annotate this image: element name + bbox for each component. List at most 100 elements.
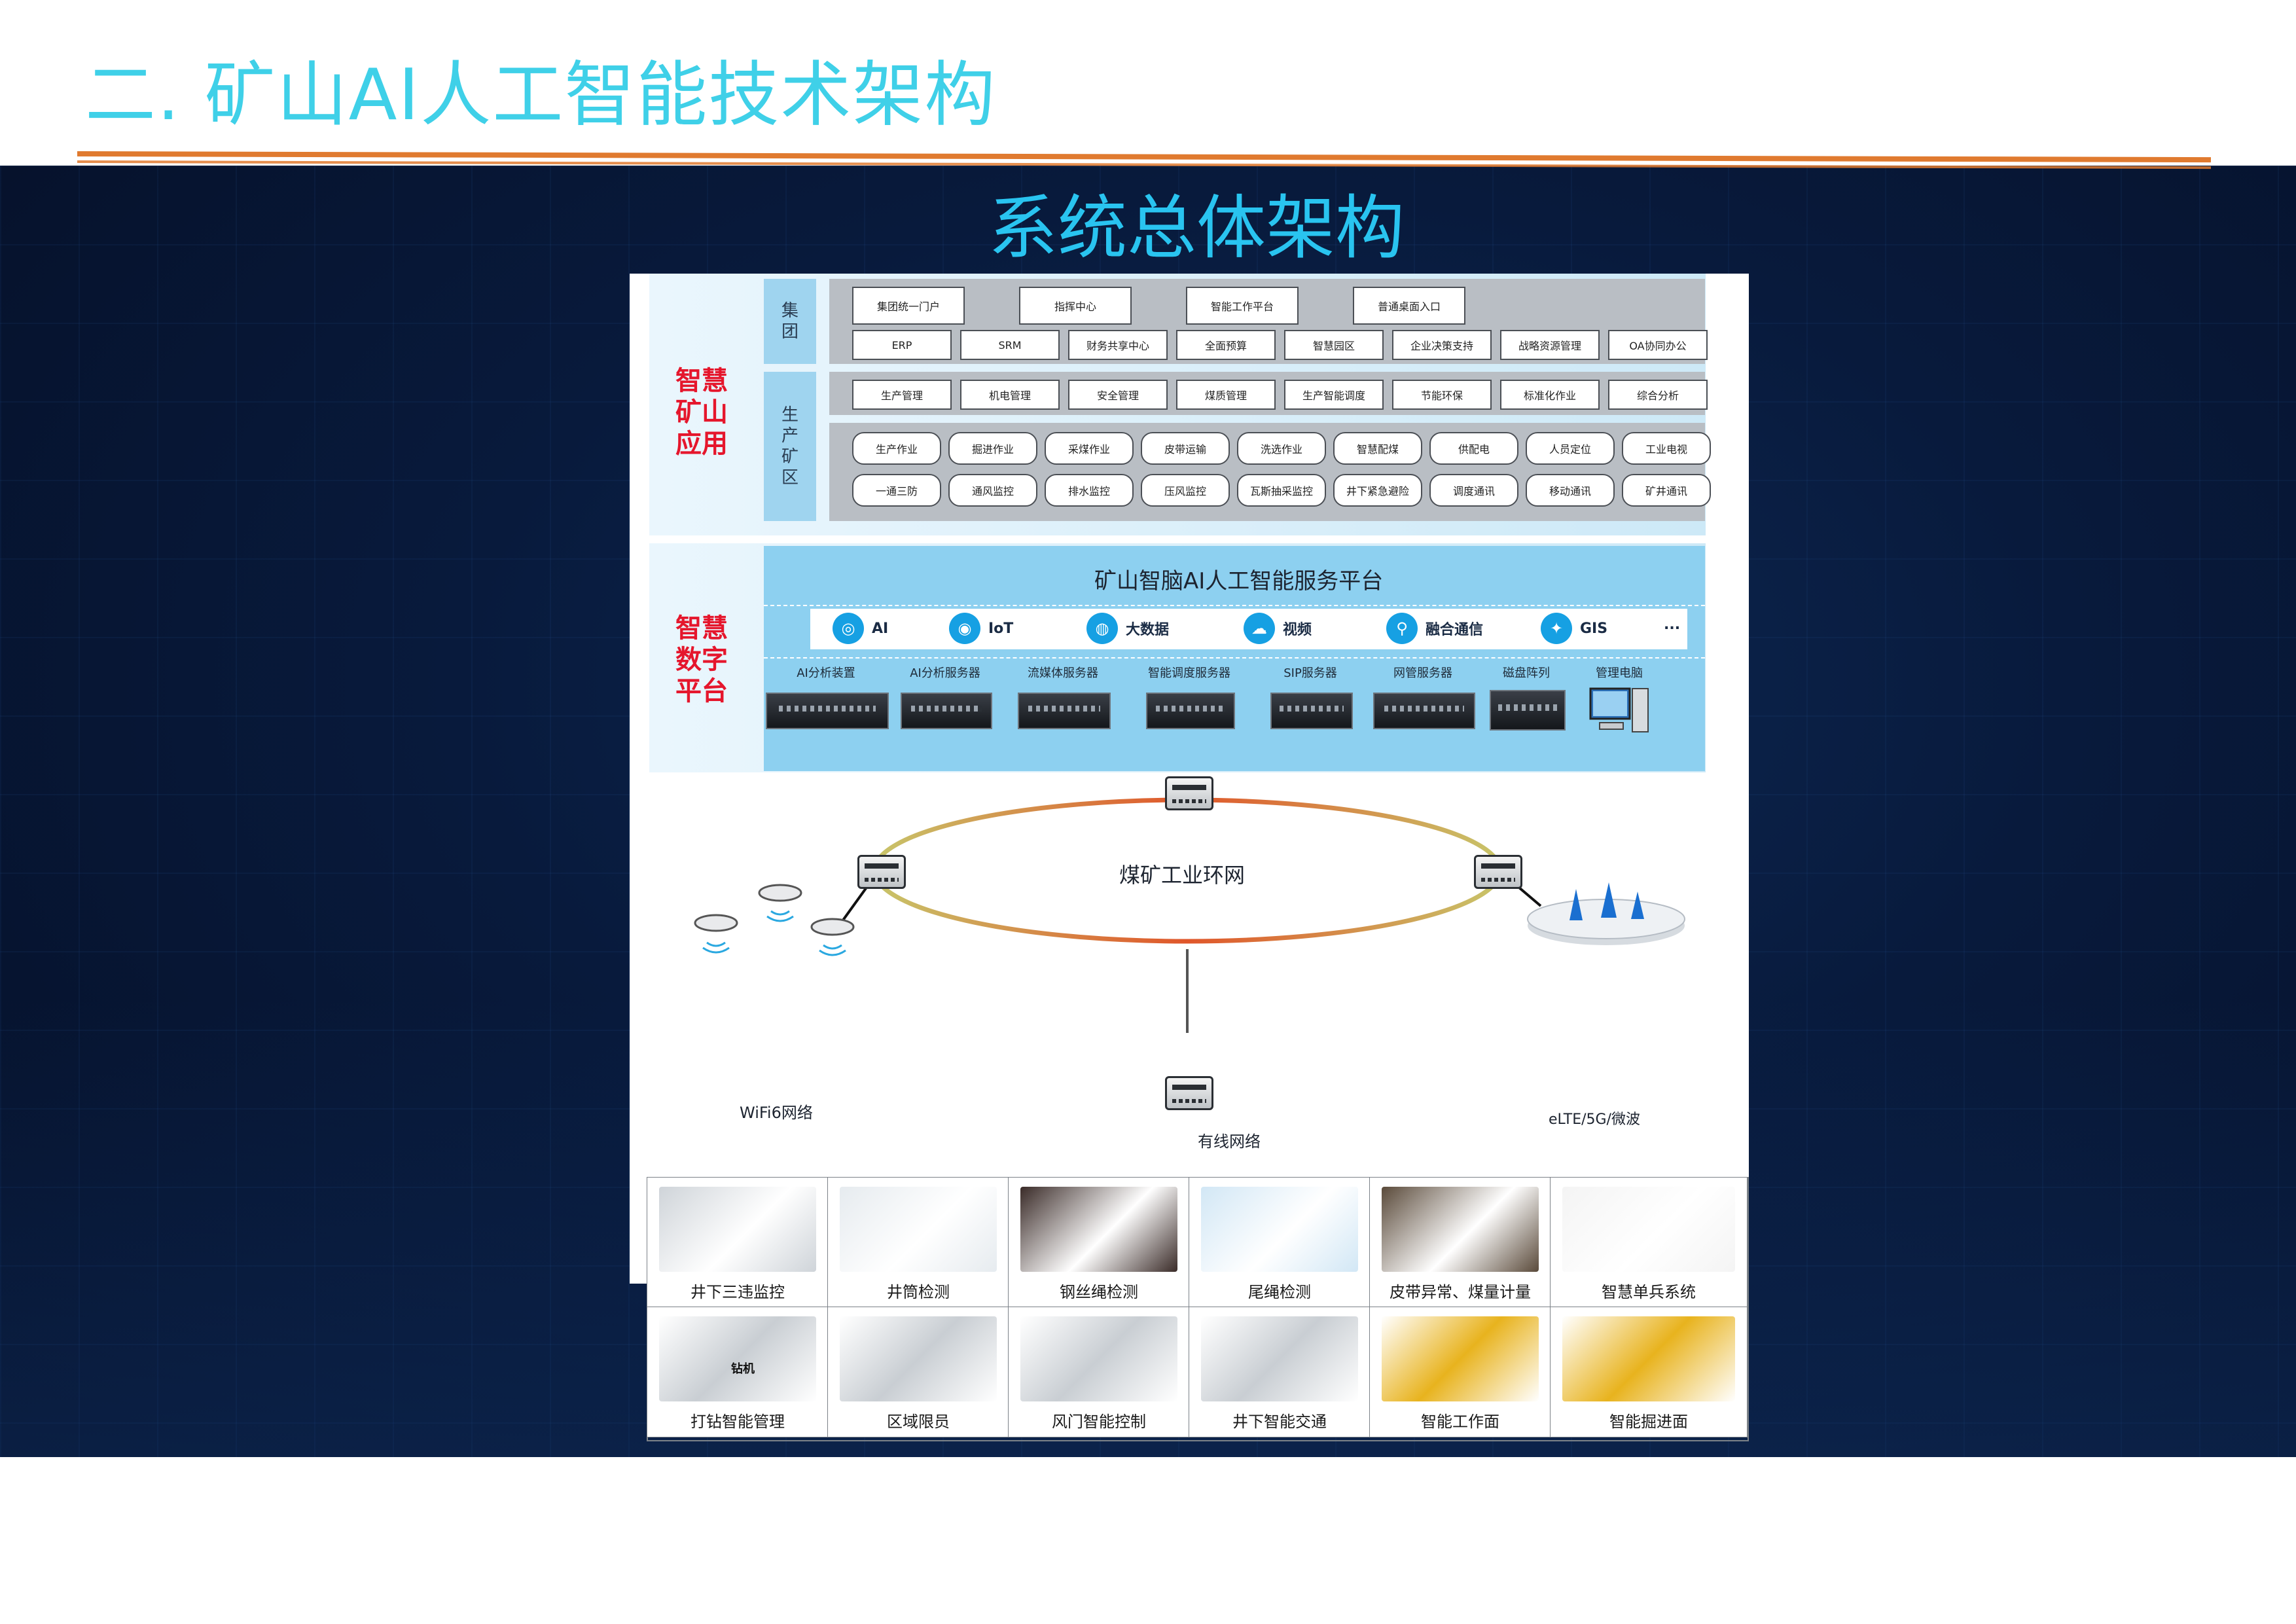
platform-section-label: 智慧 数字 平台	[675, 613, 728, 706]
application-cell: 风门智能控制	[1008, 1307, 1190, 1437]
capability-iot: ◉IoT	[949, 613, 1013, 644]
application-label: 井下智能交通	[1232, 1413, 1327, 1431]
group-system-box: 财务共享中心	[1068, 330, 1168, 360]
mine-management-box: 生产智能调度	[1284, 380, 1384, 410]
mine-management-box: 煤质管理	[1176, 380, 1276, 410]
capability-label: GIS	[1580, 620, 1608, 637]
mine-monitoring-pill: 矿井通讯	[1622, 474, 1711, 507]
application-label: 尾绳检测	[1248, 1283, 1311, 1301]
mine-monitoring-pill: 压风监控	[1141, 474, 1230, 507]
application-illustration	[659, 1316, 816, 1401]
application-cell: 智能掘进面	[1550, 1307, 1748, 1437]
mine-monitoring-pill: 调度通讯	[1429, 474, 1518, 507]
big-data-icon: ◍	[1086, 613, 1118, 644]
capability-label: 大数据	[1126, 622, 1170, 638]
mine-management-box: 生产管理	[852, 380, 952, 410]
group-portal-box: 集团统一门户	[852, 287, 965, 325]
server-icon	[1270, 693, 1353, 729]
mine-operation-pill: 皮带运输	[1141, 432, 1230, 465]
server-icon	[1018, 693, 1111, 729]
wifi-access-points	[694, 884, 855, 936]
group-portal-box: 智能工作平台	[1186, 287, 1299, 325]
mine-tab: 生 产 矿 区	[764, 372, 816, 521]
ring-switch-right	[1474, 855, 1522, 889]
wifi-signal-icon	[702, 910, 846, 956]
mine-monitoring-pill: 瓦斯抽采监控	[1237, 474, 1326, 507]
application-label: 打钻智能管理	[691, 1413, 785, 1431]
application-illustration	[1382, 1316, 1539, 1401]
ring-switch-left	[857, 855, 906, 889]
capability-big-data: ◍ 大数据	[1086, 613, 1169, 644]
mine-monitoring-pill: 井下紧急避险	[1333, 474, 1422, 507]
mine-monitoring-pill: 移动通讯	[1526, 474, 1615, 507]
capability-label: 融合通信	[1426, 622, 1484, 638]
application-label: 井下三违监控	[691, 1283, 785, 1301]
device-label: 磁盘阵列	[1503, 666, 1550, 680]
converged-comm-icon: ⚲	[1386, 613, 1418, 644]
application-cell: 智慧单兵系统	[1550, 1177, 1748, 1308]
group-system-box: SRM	[960, 330, 1060, 360]
application-cell: 区域限员	[827, 1307, 1009, 1437]
group-system-box: ERP	[852, 330, 952, 360]
app-section-label: 智慧 矿山 应用	[675, 366, 728, 459]
application-label: 皮带异常、煤量计量	[1390, 1283, 1531, 1301]
mine-management-box: 节能环保	[1392, 380, 1492, 410]
base-station-icon	[1527, 882, 1685, 945]
application-label: 区域限员	[887, 1413, 950, 1431]
drill-tag: 钻机	[731, 1362, 755, 1376]
device-label: 流媒体服务器	[1028, 666, 1098, 680]
mine-operation-pill: 人员定位	[1526, 432, 1615, 465]
application-illustration	[659, 1187, 816, 1272]
mine-management-box: 机电管理	[960, 380, 1060, 410]
application-label: 钢丝绳检测	[1060, 1283, 1138, 1301]
application-label: 智能掘进面	[1609, 1413, 1688, 1431]
wifi-label: WiFi6网络	[740, 1104, 813, 1122]
network-diagram	[694, 797, 1685, 1033]
application-illustration	[1562, 1316, 1735, 1401]
ring-switch-bottom	[1165, 1076, 1213, 1110]
ai-icon: ◎	[833, 613, 864, 644]
mine-monitoring-pill: 排水监控	[1045, 474, 1134, 507]
application-cell: 打钻智能管理 钻机	[647, 1307, 829, 1437]
application-label: 智能工作面	[1421, 1413, 1499, 1431]
device-label: 管理电脑	[1596, 666, 1643, 680]
application-cell: 钢丝绳检测	[1008, 1177, 1190, 1308]
architecture-diagram: 智慧 矿山 应用 集 团 生 产 矿 区 智慧 数字 平台 矿山智脑AI人工智能…	[630, 274, 1749, 1441]
server-icon	[1490, 690, 1566, 731]
capability-converged-comm: ⚲ 融合通信	[1386, 613, 1483, 644]
server-icon	[766, 693, 889, 729]
mine-monitoring-pill: 通风监控	[948, 474, 1037, 507]
ring-switch-top	[1165, 776, 1213, 810]
group-portal-box: 普通桌面入口	[1353, 287, 1465, 325]
capability-label: 视频	[1283, 622, 1312, 638]
application-cell: 井筒检测	[827, 1177, 1009, 1308]
application-illustration	[1201, 1316, 1358, 1401]
device-label: SIP服务器	[1283, 666, 1337, 680]
diagram-title: 系统总体架构	[988, 188, 1405, 268]
application-cell: 智能工作面	[1369, 1307, 1551, 1437]
capability-label: AI	[872, 620, 889, 637]
application-illustration	[1562, 1187, 1735, 1272]
capability-video: ☁ 视频	[1244, 613, 1312, 644]
group-system-box: OA协同办公	[1608, 330, 1708, 360]
mine-operation-pill: 智慧配煤	[1333, 432, 1422, 465]
wireless-label: eLTE/5G/微波	[1549, 1111, 1640, 1128]
mine-management-box: 安全管理	[1068, 380, 1168, 410]
application-cell: 井下智能交通	[1189, 1307, 1371, 1437]
group-system-box: 战略资源管理	[1500, 330, 1600, 360]
application-illustration	[1382, 1187, 1539, 1272]
gis-icon: ✦	[1541, 613, 1572, 644]
group-tab: 集 团	[764, 279, 816, 364]
server-icon	[1146, 693, 1235, 729]
capability-label: IoT	[988, 620, 1014, 637]
mine-management-box: 标准化作业	[1500, 380, 1600, 410]
application-illustration	[1201, 1187, 1358, 1272]
video-icon: ☁	[1244, 613, 1275, 644]
mine-management-box: 综合分析	[1608, 380, 1708, 410]
application-label: 井筒检测	[887, 1283, 950, 1301]
computer-icon	[1587, 686, 1652, 738]
mine-operation-pill: 供配电	[1429, 432, 1518, 465]
server-icon	[901, 693, 992, 729]
mine-monitoring-pill: 一通三防	[852, 474, 941, 507]
application-illustration	[1020, 1187, 1177, 1272]
